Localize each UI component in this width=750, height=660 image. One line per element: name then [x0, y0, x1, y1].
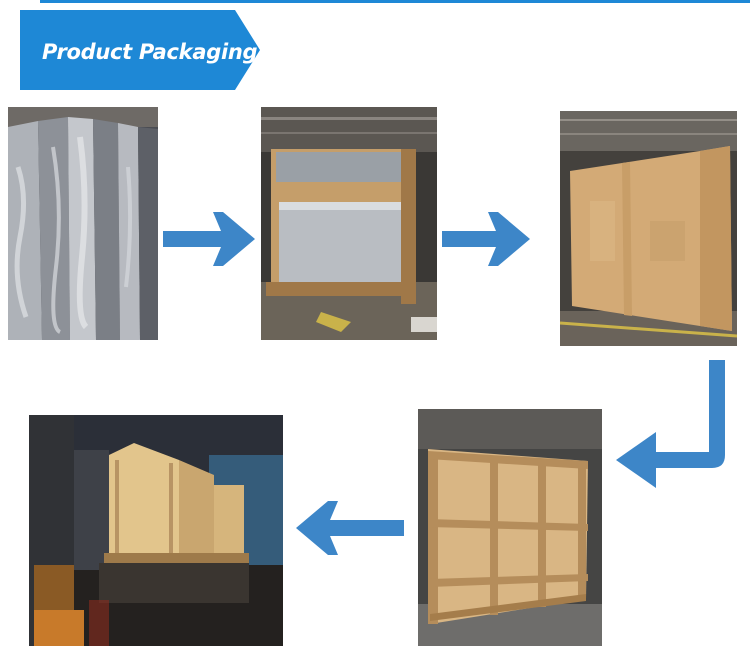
section-banner: Product Packaging [20, 10, 260, 90]
plywood-wall-photo [560, 111, 737, 346]
crate-loading-truck-photo [29, 415, 283, 646]
wrapped-panels-photo [8, 107, 158, 340]
page-title: Product Packaging [42, 40, 258, 64]
panels-in-crate-base-photo [261, 107, 437, 340]
closed-wooden-crate-photo [418, 409, 602, 646]
arrow-right-icon [442, 212, 530, 266]
arrow-left-icon [296, 501, 404, 555]
arrow-right-icon [163, 212, 255, 266]
banner-shape [20, 10, 260, 90]
arrow-down-left-icon [616, 360, 725, 488]
header-rule [40, 0, 750, 3]
